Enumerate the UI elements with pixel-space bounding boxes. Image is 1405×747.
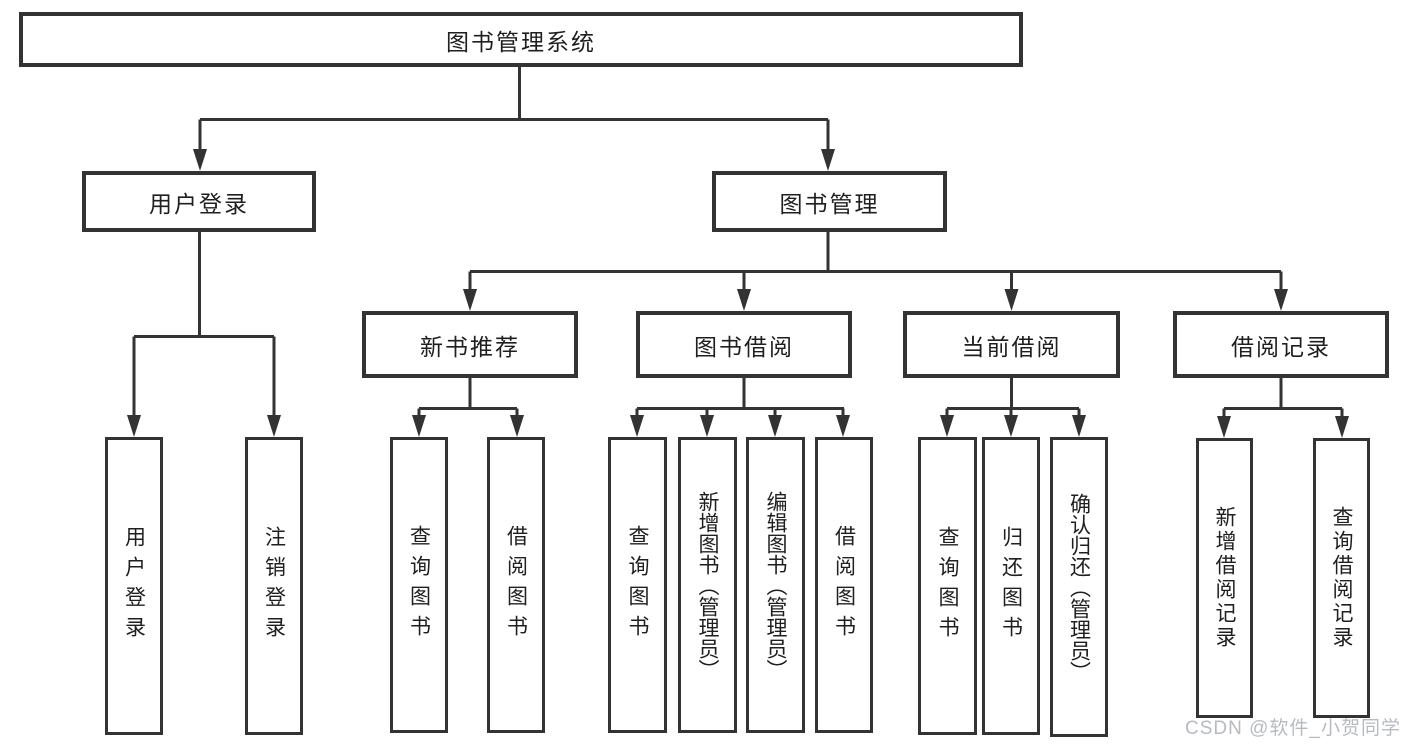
node-user-login-label: 用户登录: [149, 190, 249, 217]
node-new-book-recommend: 新书推荐: [362, 311, 578, 378]
leaf-borrow-books: 借阅图书: [487, 437, 545, 733]
node-book-mgmt: 图书管理: [712, 171, 947, 232]
leaf-return-books-label: 归还图书: [999, 526, 1023, 646]
connector-mgmt-branch: [470, 232, 1281, 273]
connector-current-branch: [947, 378, 1079, 410]
connector-recommend-branch: [419, 378, 517, 410]
leaf-confirm-return-admin: 确认归还（管理员）: [1050, 437, 1108, 737]
leaf-query-books: 查询图书: [390, 437, 448, 733]
csdn-watermark: CSDN @软件_小贺同学: [1185, 718, 1401, 739]
leaf-query-books-2: 查询图书: [608, 437, 667, 733]
leaf-query-books-3: 查询图书: [918, 437, 977, 735]
leaf-add-borrow-record: 新增借阅记录: [1196, 438, 1253, 718]
leaf-return-books: 归还图书: [982, 437, 1040, 735]
leaf-logout-label: 注销登录: [262, 526, 286, 646]
node-new-book-recommend-label: 新书推荐: [420, 333, 520, 360]
leaf-borrow-books-label: 借阅图书: [504, 525, 528, 645]
leaf-edit-books-admin: 编辑图书（管理员）: [746, 437, 805, 733]
leaf-add-books-admin-label: 新增图书（管理员）: [696, 490, 719, 680]
node-book-mgmt-label: 图书管理: [779, 190, 880, 217]
node-root-label: 图书管理系统: [446, 28, 596, 55]
leaf-query-books-2-label: 查询图书: [626, 525, 649, 645]
leaf-user-login: 用户登录: [105, 437, 163, 735]
node-book-borrow-label: 图书借阅: [694, 333, 794, 360]
node-current-borrow: 当前借阅: [903, 311, 1120, 378]
leaf-confirm-return-admin-label: 确认归还（管理员）: [1067, 492, 1091, 682]
node-current-borrow-label: 当前借阅: [961, 333, 1062, 360]
leaf-query-books-label: 查询图书: [407, 525, 431, 645]
leaf-user-login-label: 用户登录: [122, 526, 146, 646]
connector-root-branch: [200, 66, 828, 121]
connector-records-branch: [1224, 378, 1342, 410]
leaf-logout: 注销登录: [245, 437, 303, 735]
leaf-query-borrow-record: 查询借阅记录: [1313, 438, 1370, 718]
leaf-edit-books-admin-label: 编辑图书（管理员）: [764, 490, 787, 680]
leaf-query-books-3-label: 查询图书: [936, 526, 959, 646]
leaf-borrow-books-2-label: 借阅图书: [832, 525, 856, 645]
leaf-borrow-books-2: 借阅图书: [815, 437, 873, 733]
leaf-query-borrow-record-label: 查询借阅记录: [1330, 506, 1353, 650]
node-user-login: 用户登录: [82, 171, 316, 232]
connector-login-branch: [134, 232, 274, 338]
node-root: 图书管理系统: [19, 12, 1023, 67]
node-borrow-records: 借阅记录: [1173, 311, 1389, 378]
connector-borrow-branch: [637, 378, 844, 410]
leaf-add-books-admin: 新增图书（管理员）: [678, 437, 737, 733]
node-borrow-records-label: 借阅记录: [1231, 333, 1331, 360]
leaf-add-borrow-record-label: 新增借阅记录: [1213, 506, 1236, 650]
node-book-borrow: 图书借阅: [636, 311, 852, 378]
